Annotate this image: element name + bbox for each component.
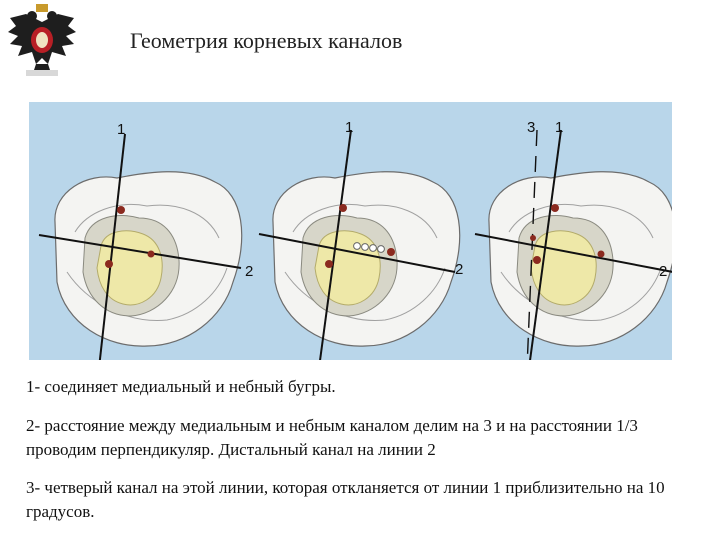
diagram-panel-3: 3 1 2: [474, 119, 672, 360]
panel-2-label-1: 1: [345, 119, 353, 136]
diagram-panel-1: 1 2: [38, 121, 253, 360]
university-emblem-logo: [8, 4, 76, 76]
canal-distance-marker: [353, 242, 385, 253]
caption-line-2: 2- расстояние между медиальным и небным …: [26, 416, 638, 459]
panel-2-label-2: 2: [455, 261, 463, 278]
panel-3-label-2: 2: [659, 263, 667, 280]
panel-3-label-3: 3: [527, 119, 535, 136]
tooth-canal-geometry-figure: 1 2 1 2: [29, 102, 672, 360]
panel-1-label-1: 1: [117, 121, 125, 138]
caption-line-1: 1- соединяет медиальный и небный бугры.: [26, 377, 336, 396]
diagram-panel-2: 1 2: [258, 119, 463, 360]
panel-1-label-2: 2: [245, 263, 253, 280]
caption-line-3: 3- четверый канал на этой линии, которая…: [26, 478, 665, 521]
page-title: Геометрия корневых каналов: [130, 28, 403, 53]
panel-3-label-1: 1: [555, 119, 563, 136]
